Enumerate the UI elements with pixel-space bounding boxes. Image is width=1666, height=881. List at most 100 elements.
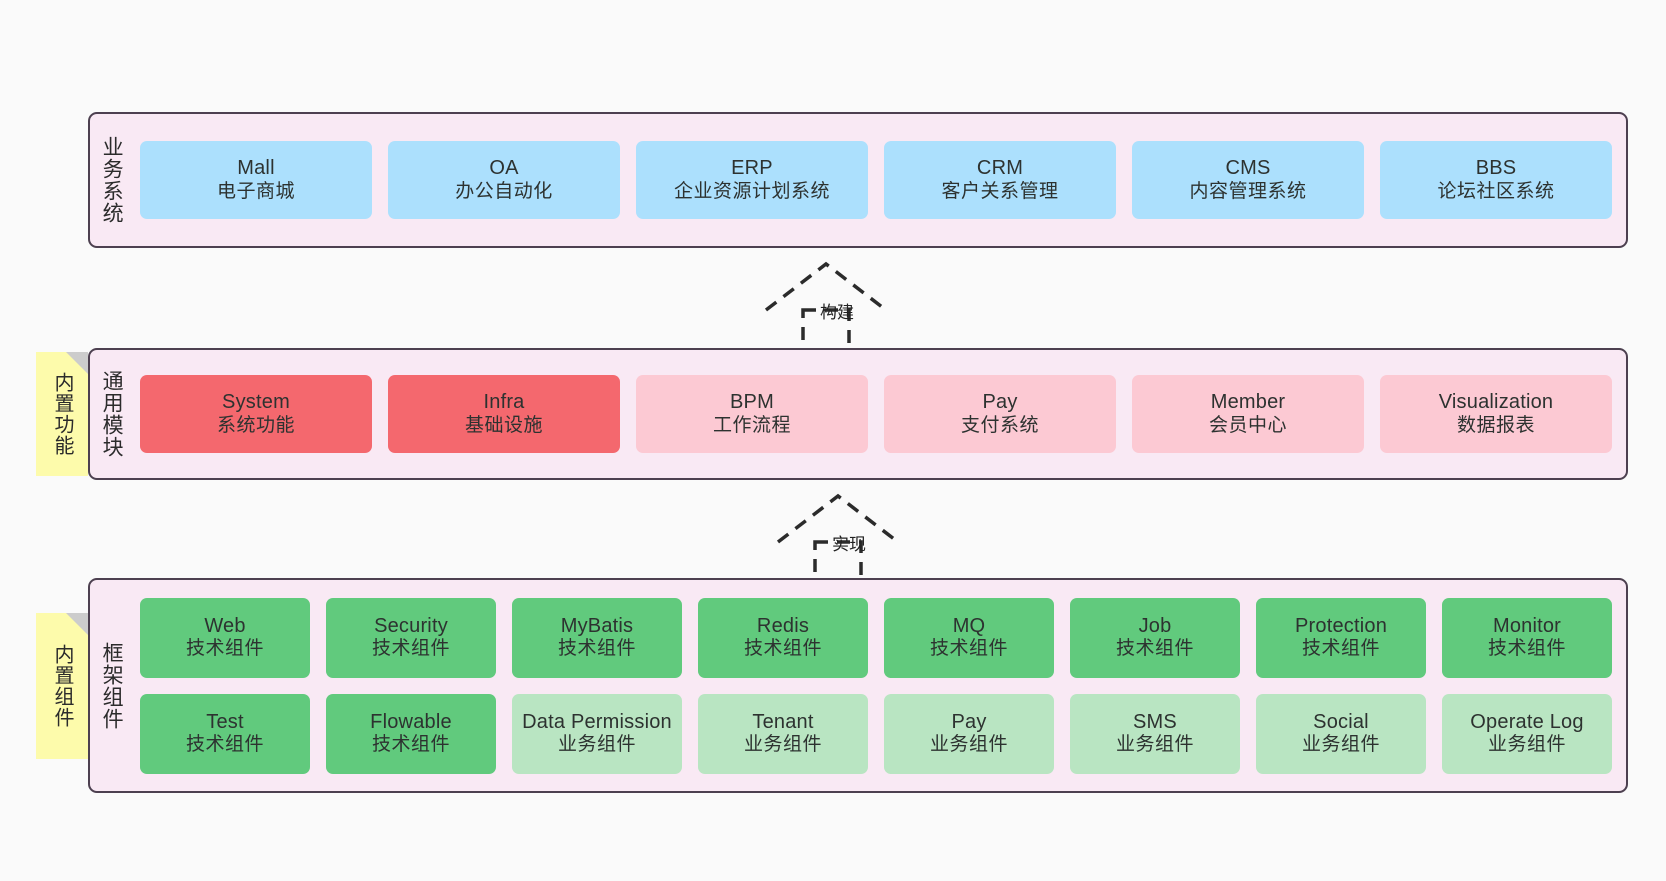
node-bbs[interactable]: BBS 论坛社区系统 bbox=[1380, 141, 1612, 219]
node-bpm[interactable]: BPM 工作流程 bbox=[636, 375, 868, 453]
node-data-permission-desc: 业务组件 bbox=[557, 734, 636, 756]
sticky-note-builtin-components: 内置组件 bbox=[36, 613, 88, 759]
node-mall-desc: 电子商城 bbox=[216, 180, 295, 202]
node-test-name: Test bbox=[206, 710, 244, 733]
node-oa-desc: 办公自动化 bbox=[455, 180, 553, 202]
node-monitor[interactable]: Monitor 技术组件 bbox=[1442, 597, 1612, 678]
node-member[interactable]: Member 会员中心 bbox=[1132, 375, 1364, 453]
sticky-note-fold-icon bbox=[66, 613, 88, 635]
layer-business-systems-title: 业务系统 bbox=[100, 136, 124, 224]
sticky-note-builtin-features-text: 内置功能 bbox=[51, 372, 73, 456]
node-visualization-desc: 数据报表 bbox=[1456, 414, 1535, 436]
common-modules-row: System 系统功能 Infra 基础设施 BPM 工作流程 Pay 支付系统… bbox=[140, 375, 1612, 453]
node-bpm-name: BPM bbox=[730, 391, 774, 414]
node-sms-name: SMS bbox=[1133, 710, 1177, 733]
framework-components-row-technical: Web 技术组件 Security 技术组件 MyBatis 技术组件 Redi… bbox=[140, 597, 1612, 678]
node-web-desc: 技术组件 bbox=[185, 638, 264, 660]
node-data-permission-name: Data Permission bbox=[522, 710, 672, 733]
layer-framework-components-title: 框架组件 bbox=[100, 641, 124, 730]
framework-components-row-business: Test 技术组件 Flowable 技术组件 Data Permission … bbox=[140, 693, 1612, 774]
node-erp-desc: 企业资源计划系统 bbox=[673, 180, 830, 202]
node-member-desc: 会员中心 bbox=[1208, 414, 1287, 436]
node-infra[interactable]: Infra 基础设施 bbox=[388, 375, 620, 453]
arrow-implement-label: 实现 bbox=[832, 535, 866, 554]
node-system-name: System bbox=[222, 391, 290, 414]
node-pay-module-name: Pay bbox=[982, 391, 1018, 414]
node-data-permission[interactable]: Data Permission 业务组件 bbox=[512, 693, 682, 774]
node-member-name: Member bbox=[1210, 391, 1286, 414]
node-pay-module[interactable]: Pay 支付系统 bbox=[884, 375, 1116, 453]
node-bbs-desc: 论坛社区系统 bbox=[1437, 180, 1555, 202]
node-mall[interactable]: Mall 电子商城 bbox=[140, 141, 372, 219]
node-mq-desc: 技术组件 bbox=[929, 638, 1008, 660]
node-mybatis-name: MyBatis bbox=[560, 614, 634, 637]
node-pay-component-desc: 业务组件 bbox=[929, 734, 1008, 756]
node-social[interactable]: Social 业务组件 bbox=[1256, 693, 1426, 774]
layer-common-modules-body: System 系统功能 Infra 基础设施 BPM 工作流程 Pay 支付系统… bbox=[132, 350, 1626, 478]
layer-common-modules: 通用模块 System 系统功能 Infra 基础设施 BPM 工作流程 Pay bbox=[88, 348, 1628, 480]
node-mybatis[interactable]: MyBatis 技术组件 bbox=[512, 597, 682, 678]
node-visualization[interactable]: Visualization 数据报表 bbox=[1380, 375, 1612, 453]
layer-business-systems-body: Mall 电子商城 OA 办公自动化 ERP 企业资源计划系统 CRM 客户关系… bbox=[132, 114, 1626, 246]
node-infra-desc: 基础设施 bbox=[464, 414, 543, 436]
node-cms-name: CMS bbox=[1225, 157, 1271, 180]
node-protection-desc: 技术组件 bbox=[1301, 638, 1380, 660]
node-job-desc: 技术组件 bbox=[1115, 638, 1194, 660]
node-oa-name: OA bbox=[489, 157, 519, 180]
node-pay-component[interactable]: Pay 业务组件 bbox=[884, 693, 1054, 774]
node-social-desc: 业务组件 bbox=[1301, 734, 1380, 756]
node-protection-name: Protection bbox=[1294, 614, 1388, 637]
node-redis-name: Redis bbox=[756, 614, 810, 637]
layer-framework-components: 框架组件 Web 技术组件 Security 技术组件 MyBatis 技术组件… bbox=[88, 578, 1628, 793]
node-flowable-desc: 技术组件 bbox=[371, 734, 450, 756]
node-web[interactable]: Web 技术组件 bbox=[140, 597, 310, 678]
node-cms[interactable]: CMS 内容管理系统 bbox=[1132, 141, 1364, 219]
node-operate-log[interactable]: Operate Log 业务组件 bbox=[1442, 693, 1612, 774]
business-systems-row: Mall 电子商城 OA 办公自动化 ERP 企业资源计划系统 CRM 客户关系… bbox=[140, 141, 1612, 219]
node-sms[interactable]: SMS 业务组件 bbox=[1070, 693, 1240, 774]
node-job[interactable]: Job 技术组件 bbox=[1070, 597, 1240, 678]
arrow-build: 构建 bbox=[758, 258, 918, 358]
node-security[interactable]: Security 技术组件 bbox=[326, 597, 496, 678]
node-mq-name: MQ bbox=[952, 614, 986, 637]
sticky-note-builtin-features: 内置功能 bbox=[36, 352, 88, 476]
node-tenant[interactable]: Tenant 业务组件 bbox=[698, 693, 868, 774]
node-pay-module-desc: 支付系统 bbox=[960, 414, 1039, 436]
node-mq[interactable]: MQ 技术组件 bbox=[884, 597, 1054, 678]
node-mall-name: Mall bbox=[237, 157, 275, 180]
layer-common-modules-title: 通用模块 bbox=[100, 370, 124, 458]
node-system[interactable]: System 系统功能 bbox=[140, 375, 372, 453]
node-operate-log-desc: 业务组件 bbox=[1487, 734, 1566, 756]
node-flowable-name: Flowable bbox=[370, 710, 452, 733]
node-monitor-desc: 技术组件 bbox=[1487, 638, 1566, 660]
node-tenant-name: Tenant bbox=[752, 710, 814, 733]
node-erp-name: ERP bbox=[731, 157, 773, 180]
node-crm-name: CRM bbox=[976, 157, 1024, 180]
arrow-implement: 实现 bbox=[770, 490, 930, 590]
node-tenant-desc: 业务组件 bbox=[743, 734, 822, 756]
node-crm[interactable]: CRM 客户关系管理 bbox=[884, 141, 1116, 219]
layer-business-systems: 业务系统 Mall 电子商城 OA 办公自动化 ERP 企业资源计划系统 CRM bbox=[88, 112, 1628, 248]
node-job-name: Job bbox=[1138, 614, 1172, 637]
node-flowable[interactable]: Flowable 技术组件 bbox=[326, 693, 496, 774]
node-web-name: Web bbox=[204, 614, 246, 637]
sticky-note-builtin-components-text: 内置组件 bbox=[51, 644, 73, 728]
node-security-name: Security bbox=[374, 614, 448, 637]
node-operate-log-name: Operate Log bbox=[1470, 710, 1584, 733]
node-system-desc: 系统功能 bbox=[216, 414, 295, 436]
node-crm-desc: 客户关系管理 bbox=[941, 180, 1059, 202]
node-monitor-name: Monitor bbox=[1492, 614, 1562, 637]
node-infra-name: Infra bbox=[483, 391, 525, 414]
node-redis[interactable]: Redis 技术组件 bbox=[698, 597, 868, 678]
node-erp[interactable]: ERP 企业资源计划系统 bbox=[636, 141, 868, 219]
node-oa[interactable]: OA 办公自动化 bbox=[388, 141, 620, 219]
node-test-desc: 技术组件 bbox=[185, 734, 264, 756]
node-social-name: Social bbox=[1313, 710, 1369, 733]
node-protection[interactable]: Protection 技术组件 bbox=[1256, 597, 1426, 678]
node-cms-desc: 内容管理系统 bbox=[1189, 180, 1307, 202]
node-test[interactable]: Test 技术组件 bbox=[140, 693, 310, 774]
node-visualization-name: Visualization bbox=[1438, 391, 1554, 414]
node-security-desc: 技术组件 bbox=[371, 638, 450, 660]
layer-framework-components-body: Web 技术组件 Security 技术组件 MyBatis 技术组件 Redi… bbox=[132, 580, 1626, 791]
